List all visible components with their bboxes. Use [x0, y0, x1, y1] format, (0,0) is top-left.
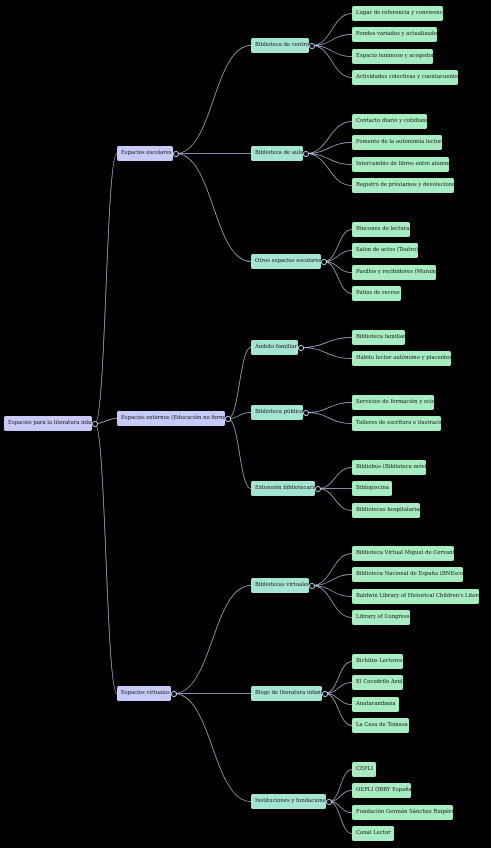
- branch-espacios-virtuales[interactable]: Espacios virtuales: [117, 686, 171, 701]
- sub-bibliotecas-virtuales[interactable]: Bibliotecas virtuales: [251, 578, 309, 593]
- connector-line: [305, 153, 353, 186]
- branch-espacios-externos[interactable]: Espacios externos (Educación no formal): [117, 411, 225, 426]
- leaf-node[interactable]: OEPLI (IBBY España): [352, 783, 411, 798]
- leaf-node[interactable]: Fomento de la autonomía lectora: [352, 135, 442, 150]
- connector-line: [311, 585, 353, 618]
- connector-line: [94, 423, 118, 694]
- connector-line: [311, 45, 353, 57]
- leaf-node[interactable]: Talleres de escritura e ilustración: [352, 416, 441, 431]
- leaf-node[interactable]: Intercambio de libros entre alumnos: [352, 157, 449, 172]
- connector-line: [323, 250, 353, 262]
- sub-otros-espacios-escolares[interactable]: Otros espacios escolares: [251, 254, 321, 269]
- leaf-node[interactable]: Biblioteca familiar: [352, 330, 405, 345]
- connector-line: [323, 261, 353, 273]
- collapse-toggle[interactable]: [303, 150, 309, 157]
- leaf-node[interactable]: Baldwin Library of Historical Children's…: [352, 589, 479, 604]
- connector-line: [175, 45, 252, 154]
- connector-line: [94, 418, 118, 424]
- collapse-toggle[interactable]: [309, 582, 315, 589]
- leaf-node[interactable]: Canal Lector: [352, 826, 394, 841]
- leaf-node[interactable]: Library of Congress: [352, 610, 410, 625]
- connector-line: [300, 337, 353, 348]
- connector-line: [305, 412, 353, 424]
- connector-line: [323, 261, 353, 294]
- connector-line: [328, 790, 353, 802]
- connector-line: [324, 693, 353, 726]
- collapse-toggle[interactable]: [171, 690, 177, 697]
- leaf-node[interactable]: Rincones de lectura: [352, 222, 410, 237]
- connector-line: [328, 801, 353, 834]
- leaf-node[interactable]: Fundación Germán Sánchez Ruipérez: [352, 805, 453, 820]
- leaf-node[interactable]: Bibliotecas hospitalarias: [352, 503, 420, 518]
- connector-line: [324, 661, 353, 694]
- connector-line: [324, 693, 353, 705]
- leaf-node[interactable]: Servicios de formación y ocio: [352, 395, 434, 410]
- leaf-node[interactable]: Pasillos y recibidores (Murales): [352, 265, 436, 280]
- connector-line: [311, 553, 353, 586]
- connector-line: [311, 585, 353, 597]
- sub-biblioteca-de-aula[interactable]: Biblioteca de aula: [251, 146, 303, 161]
- leaf-node[interactable]: Contacto diario y cotidiano: [352, 114, 427, 129]
- leaf-node[interactable]: Biblioteca Virtual Miguel de Cervantes: [352, 546, 454, 561]
- collapse-toggle[interactable]: [303, 409, 309, 416]
- collapse-toggle[interactable]: [315, 485, 321, 492]
- connector-line: [94, 153, 118, 424]
- collapse-toggle[interactable]: [225, 415, 231, 422]
- collapse-toggle[interactable]: [326, 798, 332, 805]
- connector-line: [323, 229, 353, 262]
- collapse-toggle[interactable]: [92, 420, 98, 427]
- sub-biblioteca-publica[interactable]: Biblioteca pública: [251, 405, 303, 420]
- connector-line: [227, 418, 252, 489]
- leaf-node[interactable]: Fondos variados y actualizados: [352, 27, 437, 42]
- leaf-node[interactable]: Biblopiscina: [352, 481, 392, 496]
- collapse-toggle[interactable]: [322, 690, 328, 697]
- leaf-node[interactable]: Bichitos Lectores: [352, 654, 403, 669]
- collapse-toggle[interactable]: [173, 150, 179, 157]
- connector-line: [324, 682, 353, 694]
- leaf-node[interactable]: Bibliobús (Biblioteca móvil): [352, 460, 426, 475]
- sub-blogs-literatura-infantil[interactable]: Blogs de literatura infantil: [251, 686, 322, 701]
- connector-line: [317, 467, 353, 489]
- connector-line: [173, 585, 252, 694]
- connector-line: [173, 693, 252, 802]
- connector-line: [305, 142, 353, 154]
- leaf-node[interactable]: El Cocodrilo Azul: [352, 675, 403, 690]
- leaf-node[interactable]: CEPLI: [352, 762, 376, 777]
- leaf-node[interactable]: Salón de actos (Teatro): [352, 243, 418, 258]
- leaf-node[interactable]: Registro de préstamos y devoluciones: [352, 178, 454, 193]
- connector-line: [300, 347, 353, 359]
- collapse-toggle[interactable]: [298, 344, 304, 351]
- branch-espacios-escolares[interactable]: Espacios escolares: [117, 146, 173, 161]
- mindmap-root[interactable]: Espacios para la literatura infantil: [4, 416, 92, 431]
- leaf-node[interactable]: Hábito lector autónomo y placentero: [352, 351, 451, 366]
- sub-ambito-familiar[interactable]: Ámbito familiar: [251, 340, 298, 355]
- leaf-node[interactable]: Actividades colectivas y cuentacuentos: [352, 70, 458, 85]
- collapse-toggle[interactable]: [309, 42, 315, 49]
- sub-extension-bibliotecaria[interactable]: Extensión bibliotecaria: [251, 481, 315, 496]
- connector-line: [305, 121, 353, 154]
- leaf-node[interactable]: Lugar de referencia y convivencia: [352, 6, 443, 21]
- collapse-toggle[interactable]: [321, 258, 327, 265]
- connector-line: [311, 13, 353, 46]
- sub-biblioteca-de-centro[interactable]: Biblioteca de centro: [251, 38, 309, 53]
- connector-line: [305, 402, 353, 413]
- leaf-node[interactable]: Biblioteca Nacional de España (BNEscolar…: [352, 567, 463, 582]
- connector-line: [175, 153, 252, 262]
- leaf-node[interactable]: La Casa de Tomasa: [352, 718, 409, 733]
- connector-line: [305, 153, 353, 165]
- leaf-node[interactable]: Anatarambana: [352, 697, 399, 712]
- connector-line: [311, 574, 353, 586]
- leaf-node[interactable]: Espacio luminoso y acogedor: [352, 49, 433, 64]
- leaf-node[interactable]: Patios de recreo: [352, 286, 401, 301]
- sub-instituciones-fundaciones[interactable]: Instituciones y fundaciones: [251, 794, 326, 809]
- connector-line: [311, 45, 353, 78]
- connector-line: [317, 488, 353, 511]
- connector-line: [328, 801, 353, 813]
- connector-line: [328, 769, 353, 802]
- connector-line: [227, 347, 252, 419]
- connector-line: [311, 34, 353, 46]
